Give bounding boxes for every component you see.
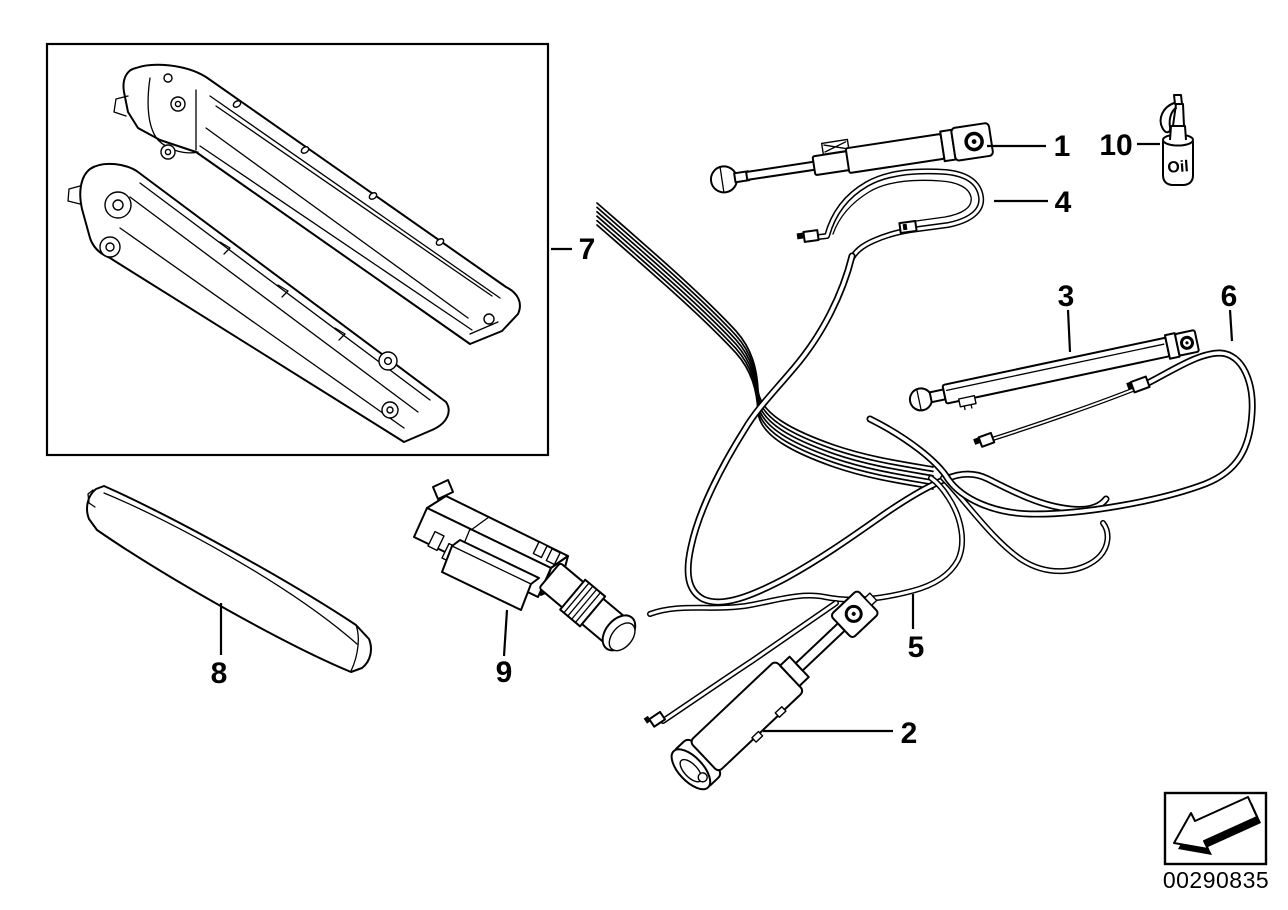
leader-line xyxy=(1066,309,1072,353)
hose-fitting-tip xyxy=(1126,381,1134,390)
hose-fitting-tip xyxy=(902,223,908,231)
document-number: 00290835 xyxy=(1163,867,1269,893)
callout-label-6[interactable]: 6 xyxy=(1221,280,1238,313)
callouts: 1 2 3 4 5 6 7 8 xyxy=(211,129,1238,750)
callout-label-8[interactable]: 8 xyxy=(211,657,228,690)
direction-arrow-icon xyxy=(1173,796,1261,855)
hydraulic-line-bundle xyxy=(596,202,934,490)
frame-lower-rail xyxy=(67,162,450,443)
part-4-hose-loop xyxy=(796,171,982,258)
callout-7[interactable]: 7 xyxy=(551,233,595,266)
hose-fitting xyxy=(802,229,820,243)
hose-fitting xyxy=(898,219,918,235)
tube-fitting xyxy=(648,710,667,728)
part-5-hydraulic-lines xyxy=(650,256,1108,614)
callout-label-1[interactable]: 1 xyxy=(1054,130,1071,163)
callout-label-3[interactable]: 3 xyxy=(1058,280,1075,313)
callout-label-9[interactable]: 9 xyxy=(496,656,513,689)
callout-9[interactable]: 9 xyxy=(496,609,513,689)
callout-1[interactable]: 1 xyxy=(987,130,1070,163)
callout-2[interactable]: 2 xyxy=(763,717,917,750)
callout-label-2[interactable]: 2 xyxy=(901,717,918,750)
leader-line xyxy=(1228,309,1234,342)
callout-4[interactable]: 4 xyxy=(994,186,1072,219)
callout-label-4[interactable]: 4 xyxy=(1055,186,1072,219)
pump-motor xyxy=(539,562,637,652)
diagram-footer: 00290835 xyxy=(1163,791,1269,893)
leader-line xyxy=(502,609,509,657)
tube-fitting-tip xyxy=(643,715,652,724)
bottle-cap-loop xyxy=(1159,102,1177,134)
part-6-hose-ring xyxy=(870,353,1252,514)
callout-10[interactable]: 10 xyxy=(1099,129,1160,162)
part-3-hydraulic-cylinder xyxy=(908,329,1200,412)
part-10-oil-bottle: Oil xyxy=(1159,94,1194,186)
part-1-hydraulic-cylinder xyxy=(709,122,994,194)
callout-6[interactable]: 6 xyxy=(1221,280,1238,342)
hose-fitting-tip xyxy=(973,437,980,445)
hose-fitting-tip xyxy=(796,232,804,240)
hose-fitting xyxy=(1129,375,1151,394)
frame-assembly-box xyxy=(45,42,550,457)
oil-bottle-label: Oil xyxy=(1167,158,1189,176)
callout-label-10[interactable]: 10 xyxy=(1099,129,1132,162)
callout-5[interactable]: 5 xyxy=(908,594,925,664)
part-2-hydraulic-cylinder xyxy=(670,590,879,791)
callout-3[interactable]: 3 xyxy=(1058,280,1075,353)
hose-fitting xyxy=(977,431,996,448)
callout-8[interactable]: 8 xyxy=(211,603,228,690)
callout-label-7[interactable]: 7 xyxy=(579,233,596,266)
part-8-trim-strip xyxy=(86,485,372,673)
callout-label-5[interactable]: 5 xyxy=(908,631,925,664)
part-9-pump-unit xyxy=(413,479,637,652)
part-2-feed-tube xyxy=(643,603,836,728)
frame-upper-rail xyxy=(113,63,521,345)
